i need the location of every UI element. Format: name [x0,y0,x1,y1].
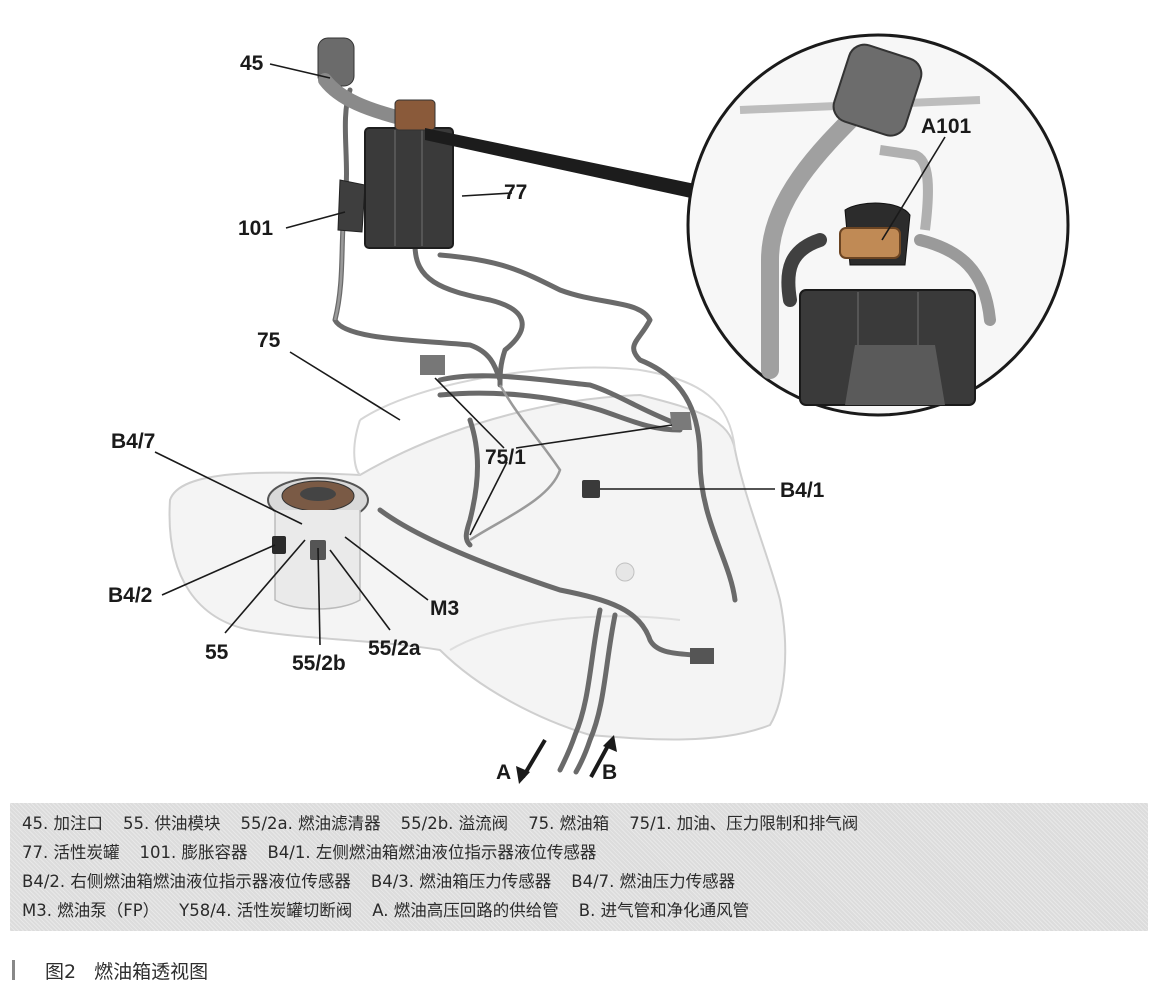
legend-item: B4/1. 左侧燃油箱燃油液位指示器液位传感器 [267,843,597,862]
figure-caption: 图2 燃油箱透视图 [12,955,208,985]
label-b: B [602,761,618,784]
label-45: 45 [240,52,264,75]
label-a101: A101 [921,115,972,138]
label-b4-1: B4/1 [780,479,825,502]
legend-item: 75/1. 加油、压力限制和排气阀 [629,814,859,833]
magnify-connector [425,128,700,200]
legend-item: 77. 活性炭罐 [22,843,120,862]
legend-item: B4/2. 右侧燃油箱燃油液位指示器液位传感器 [22,872,351,891]
label-b4-7: B4/7 [111,430,156,453]
fuel-lines [332,87,738,775]
leader-lines [154,63,946,646]
label-55: 55 [205,641,229,664]
sensor-b4-1 [582,480,600,498]
legend-item: 101. 膨胀容器 [139,843,248,862]
legend-item: A. 燃油高压回路的供给管 [372,901,559,920]
label-55-2a: 55/2a [368,637,421,660]
filler-neck [317,37,407,125]
label-b4-2: B4/2 [108,584,153,607]
legend-item: 55/2a. 燃油滤清器 [240,814,381,833]
legend-item: Y58/4. 活性炭罐切断阀 [179,901,353,920]
legend-item: B4/3. 燃油箱压力传感器 [370,872,552,891]
charcoal-canister [364,99,454,249]
figure-title: 燃油箱透视图 [94,960,209,983]
flow-arrows [516,735,617,784]
label-a: A [496,761,512,784]
label-75-1: 75/1 [485,446,526,469]
label-m3: M3 [430,597,460,620]
valve-75-1-right [670,412,692,430]
caption-bar [12,960,15,980]
label-101: 101 [238,217,274,240]
legend-item: B. 进气管和净化通风管 [578,901,750,920]
label-77: 77 [504,181,528,204]
legend-item: B4/7. 燃油压力传感器 [571,872,736,891]
legend-item: 75. 燃油箱 [528,814,610,833]
legend-item: 55/2b. 溢流阀 [400,814,509,833]
expansion-container [337,179,366,233]
legend-item: 45. 加注口 [22,814,103,833]
connector-bottom [690,648,714,664]
legend-item: 55. 供油模块 [123,814,221,833]
valve-75-1-left [420,355,445,375]
figure-number: 图2 [45,960,77,983]
legend-item: M3. 燃油泵（FP） [22,901,160,920]
fuel-tank-body [168,366,787,741]
label-75: 75 [257,329,281,352]
legend-box: 45. 加注口 55. 供油模块 55/2a. 燃油滤清器 55/2b. 溢流阀 75.… [10,803,1148,931]
magnified-detail [686,33,1070,417]
fuel-tank-diagram [154,33,1070,784]
label-55-2b: 55/2b [292,652,346,675]
